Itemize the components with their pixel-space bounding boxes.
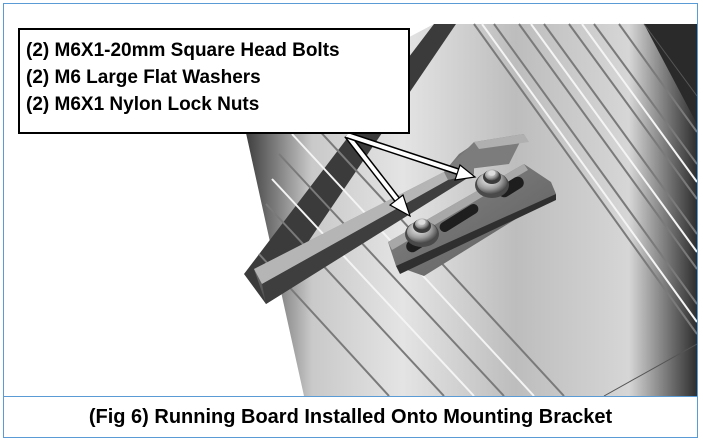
callout-arrows [344,131,477,218]
left-bolt-assembly [405,218,439,247]
caption-divider [4,396,697,397]
callout-line-bolts: (2) M6X1-20mm Square Head Bolts [26,40,340,61]
hardware-callout: (2) M6X1-20mm Square Head Bolts (2) M6 L… [18,28,410,134]
figure-frame: (2) M6X1-20mm Square Head Bolts (2) M6 L… [3,3,698,438]
callout-line-nuts: (2) M6X1 Nylon Lock Nuts [26,94,260,115]
right-bolt-assembly [475,169,509,198]
running-board-illustration: (2) M6X1-20mm Square Head Bolts (2) M6 L… [4,4,697,396]
figure-caption: (Fig 6) Running Board Installed Onto Mou… [88,405,613,428]
callout-line-washers: (2) M6 Large Flat Washers [26,67,261,88]
